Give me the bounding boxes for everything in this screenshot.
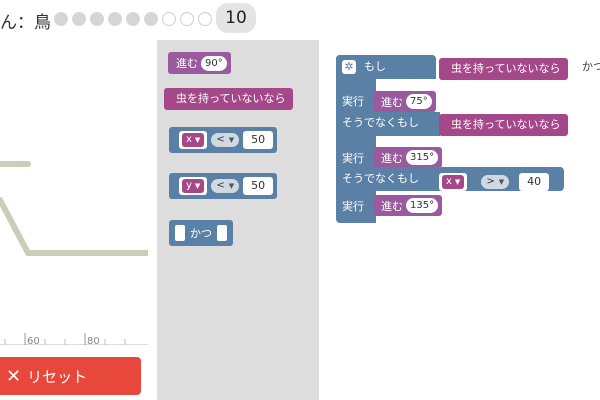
var-slot: x▼	[439, 173, 468, 191]
reset-button[interactable]: ✕ リセット	[0, 357, 141, 395]
operator-symbol: <	[216, 180, 225, 191]
level-dot[interactable]	[198, 12, 212, 26]
level-dot[interactable]	[180, 12, 194, 26]
operator-symbol: >	[486, 176, 495, 187]
level-dot[interactable]	[54, 12, 68, 26]
dropdown-arrow-icon: ▼	[498, 178, 505, 186]
value-slot: 50	[243, 131, 274, 149]
level-title: ん：鳥	[0, 13, 51, 33]
move-label: 進む	[381, 199, 403, 213]
number-field[interactable]: 50	[246, 178, 271, 194]
value-slot: 40	[519, 173, 550, 191]
input-socket	[175, 225, 185, 241]
header: ん：鳥 10	[0, 0, 600, 40]
var-name: x	[446, 176, 452, 187]
if-block-spine	[336, 55, 376, 223]
compare-x-block[interactable]: x▼ <▼ 50	[169, 127, 278, 153]
value-slot: 50	[243, 177, 274, 195]
do-label: 実行	[342, 200, 364, 213]
and-label: かつ	[190, 227, 212, 240]
operator-dropdown[interactable]: >▼	[481, 175, 510, 189]
no-worm-block[interactable]: 虫を持っていないなら	[164, 88, 294, 110]
operator-symbol: <	[216, 134, 225, 145]
var-dropdown[interactable]: x▼	[442, 175, 465, 189]
var-name: x	[186, 134, 192, 145]
input-socket	[217, 225, 227, 241]
dropdown-arrow-icon: ▼	[228, 136, 235, 144]
angle-field[interactable]: 135°	[406, 198, 439, 213]
move-label: 進む	[381, 151, 403, 165]
level-progress	[54, 12, 212, 26]
level-dot[interactable]	[162, 12, 176, 26]
operator-dropdown[interactable]: <▼	[211, 179, 240, 193]
wall-lines	[0, 161, 148, 256]
move-label: 進む	[176, 57, 198, 70]
move-block[interactable]: 進む 90°	[168, 52, 231, 74]
var-slot: x▼	[179, 131, 208, 149]
level-dot[interactable]	[72, 12, 86, 26]
angle-field[interactable]: 75°	[406, 94, 432, 109]
else-if-row	[336, 112, 440, 136]
else-if-label: そうでなくもし	[342, 116, 419, 129]
level-dot[interactable]	[126, 12, 140, 26]
level-dot[interactable]	[108, 12, 122, 26]
else-if-label: そうでなくもし	[342, 172, 419, 185]
game-stage: 60 80	[0, 40, 148, 345]
reset-label: リセット	[27, 367, 88, 386]
ruler-label: 80	[87, 336, 100, 345]
level-dot[interactable]	[144, 12, 158, 26]
move-block[interactable]: 進む 315°	[373, 147, 443, 168]
angle-field[interactable]: 90°	[201, 55, 227, 71]
dropdown-arrow-icon: ▼	[194, 182, 201, 190]
if-else-block[interactable]: ✲ もし 虫を持っていないなら かつ 実行 進む 75° そうでなくもし 虫を持…	[336, 55, 600, 223]
ruler: 60 80	[0, 333, 148, 345]
and-label: かつ	[582, 60, 600, 73]
var-slot: y▼	[179, 177, 208, 195]
number-field[interactable]: 50	[246, 132, 271, 148]
move-block[interactable]: 進む 135°	[373, 195, 443, 216]
move-block[interactable]: 進む 75°	[373, 91, 436, 112]
dropdown-arrow-icon: ▼	[454, 178, 461, 186]
no-worm-block[interactable]: 虫を持っていないなら	[439, 114, 569, 136]
no-worm-block[interactable]: 虫を持っていないなら	[439, 58, 569, 80]
var-dropdown[interactable]: x▼	[182, 133, 205, 147]
stage-canvas: 60 80	[0, 161, 148, 345]
gear-icon[interactable]: ✲	[342, 60, 356, 74]
number-field[interactable]: 40	[522, 174, 547, 190]
if-label: もし	[364, 60, 386, 73]
do-label: 実行	[342, 95, 364, 108]
and-block[interactable]: かつ	[169, 220, 233, 246]
level-dot[interactable]	[90, 12, 104, 26]
dropdown-arrow-icon: ▼	[228, 182, 235, 190]
move-label: 進む	[381, 95, 403, 109]
current-level-badge[interactable]: 10	[216, 3, 256, 33]
operator-dropdown[interactable]: <▼	[211, 133, 240, 147]
compare-block[interactable]: x▼ >▼ 40	[439, 169, 550, 195]
angle-field[interactable]: 315°	[406, 150, 439, 165]
do-label: 実行	[342, 152, 364, 165]
ruler-label: 60	[27, 336, 40, 345]
compare-y-block[interactable]: y▼ <▼ 50	[169, 173, 278, 199]
var-name: y	[186, 180, 192, 191]
dropdown-arrow-icon: ▼	[194, 136, 201, 144]
var-dropdown[interactable]: y▼	[182, 179, 205, 193]
close-icon: ✕	[6, 365, 22, 387]
